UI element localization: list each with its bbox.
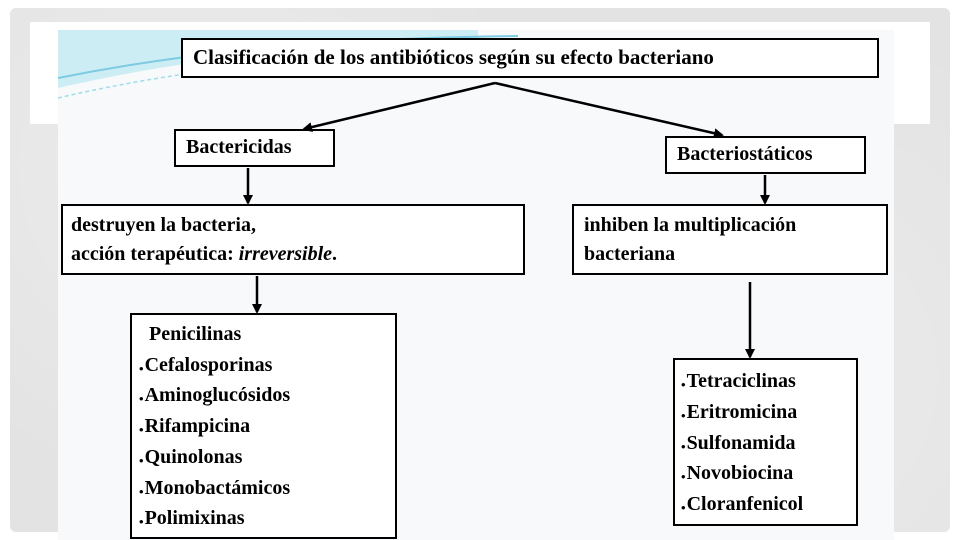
bacteriostaticos-desc-line2: bacteriana	[584, 243, 676, 265]
bullet-icon: •	[139, 452, 144, 468]
bacteriostaticos-label: Bacteriostáticos	[677, 143, 813, 165]
list-item-text: Cefalosporinas	[144, 353, 273, 376]
bullet-icon: •	[139, 360, 144, 376]
bactericidas-box: Bactericidas	[174, 129, 335, 167]
bactericidas-label: Bactericidas	[186, 136, 292, 158]
bullet-icon: •	[681, 438, 686, 454]
list-item-text: Eritromicina	[686, 400, 798, 423]
bacteriostaticos-description: inhiben la multiplicación bacteriana	[572, 204, 888, 275]
bullet-icon: •	[681, 469, 686, 485]
list-item-text: Cloranfenicol	[686, 493, 804, 516]
title-box: Clasificación de los antibióticos según …	[181, 38, 879, 78]
desc-line2-emphasis: irreversible	[238, 243, 333, 265]
list-item-text: Aminoglucósidos	[144, 384, 291, 407]
list-item: Penicilinas	[149, 323, 242, 345]
list-item-text: Sulfonamida	[686, 431, 796, 454]
list-item: •Aminoglucósidos	[139, 380, 395, 411]
desc-line2-suffix: .	[332, 243, 338, 265]
list-item-text: Quinolonas	[144, 445, 243, 468]
desc-line2-prefix: acción terapéutica:	[71, 243, 239, 265]
list-item: •Cefalosporinas	[139, 350, 395, 381]
list-item: •Eritromicina	[681, 397, 856, 428]
bullet-icon: •	[139, 514, 144, 530]
list-item: •Rifampicina	[139, 411, 395, 442]
list-item: •Tetraciclinas	[681, 366, 856, 397]
bullet-icon: •	[681, 407, 686, 423]
bactericidas-list: Penicilinas •Cefalosporinas •Aminoglucós…	[130, 313, 397, 539]
diagram-canvas: Clasificación de los antibióticos según …	[58, 30, 894, 540]
list-item-text: Rifampicina	[144, 415, 251, 438]
diagram-title: Clasificación de los antibióticos según …	[193, 45, 714, 69]
bullet-icon: •	[139, 483, 144, 499]
bullet-icon: •	[139, 422, 144, 438]
list-item-text: Monobactámicos	[144, 476, 291, 499]
list-item-text: Polimixinas	[144, 507, 245, 530]
bullet-icon: •	[681, 377, 686, 392]
bactericidas-desc-line1: destruyen la bacteria,	[71, 214, 256, 236]
list-item: •Cloranfenicol	[681, 489, 856, 520]
list-item: •Sulfonamida	[681, 428, 856, 459]
bactericidas-description: destruyen la bacteria, acción terapéutic…	[61, 204, 525, 275]
list-item: •Monobactámicos	[139, 473, 395, 504]
list-item: •Novobiocina	[681, 458, 856, 489]
list-item: •Polimixinas	[139, 503, 395, 534]
bullet-icon: •	[681, 500, 686, 516]
bacteriostaticos-desc-line1: inhiben la multiplicación	[584, 214, 797, 236]
bactericidas-desc-line2: acción terapéutica: irreversible.	[71, 240, 523, 269]
bacteriostaticos-box: Bacteriostáticos	[665, 136, 866, 174]
bullet-icon: •	[139, 391, 144, 407]
list-item: •Quinolonas	[139, 442, 395, 473]
list-item-text: Tetraciclinas	[686, 370, 796, 392]
bacteriostaticos-list: •Tetraciclinas •Eritromicina •Sulfonamid…	[673, 358, 858, 526]
list-item-text: Novobiocina	[686, 462, 794, 485]
